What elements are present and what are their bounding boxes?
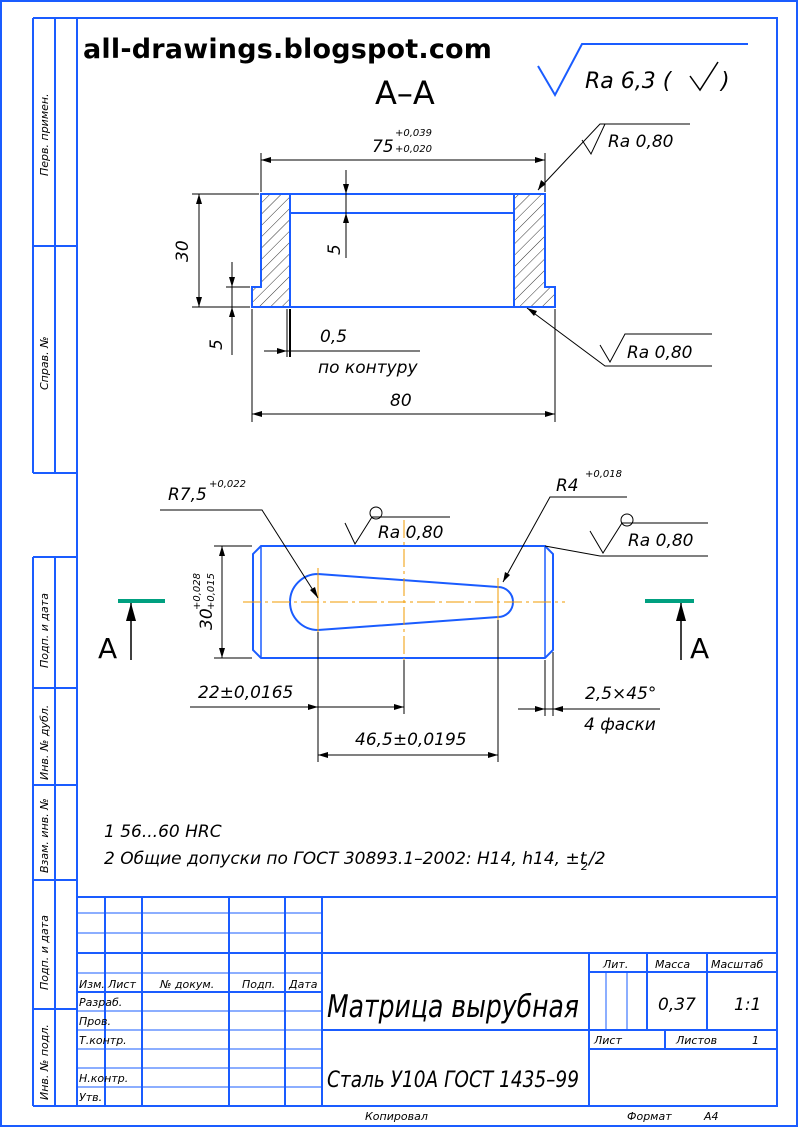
- tb-massa: Масса: [655, 958, 690, 971]
- tb-lit: Лит.: [602, 958, 628, 971]
- tb-col-doc: № докум.: [159, 978, 214, 991]
- tb-name: Матрица вырубная: [327, 989, 579, 1025]
- note-2-end: /2: [587, 849, 606, 869]
- inner-frame: [76, 17, 778, 1107]
- plan-view: R7,5 +0,022 R4 +0,018 Ra 0,80 Ra 0,80 30…: [98, 469, 709, 762]
- side-label-inv-podl: Инв. № подл.: [38, 1024, 51, 1100]
- dim-top-width-lower: +0,020: [395, 144, 432, 155]
- dim-plan-height-lower: +0,015: [206, 573, 217, 610]
- tb-prov: Пров.: [79, 1015, 111, 1028]
- note-1: 1 56...60 HRC: [104, 822, 222, 842]
- tb-col-list: Лист: [107, 978, 136, 991]
- side-label-vzam: Взам. инв. №: [38, 798, 51, 873]
- roughness-r1: Ra 0,80: [608, 132, 674, 152]
- tb-material: Сталь У10А ГОСТ 1435–99: [327, 1068, 579, 1093]
- cut-label-left: А: [98, 632, 117, 665]
- cut-label-right: А: [690, 632, 709, 665]
- dim-step: 5: [207, 339, 227, 350]
- tb-col-izm: Изм.: [79, 978, 105, 991]
- left-wall-section: [251, 193, 291, 308]
- dim-top-width: 75: [372, 137, 394, 157]
- side-column: [32, 17, 77, 1107]
- side-label-podp1: Подп. и дата: [38, 593, 51, 668]
- tb-listov: Листов: [675, 1034, 717, 1047]
- dim-radius-small: R4: [556, 476, 579, 496]
- dim-bottom-width: 80: [390, 391, 412, 411]
- svg-text:): ): [719, 69, 730, 94]
- watermark: all-drawings.blogspot.com: [80, 34, 496, 65]
- side-label-sprav: Справ. №: [38, 336, 51, 390]
- tb-tkontr: Т.контр.: [79, 1034, 127, 1047]
- note-2-sub: 2: [581, 860, 588, 873]
- roughness-r3: Ra 0,80: [378, 523, 444, 543]
- dim-offset: 22±0,0165: [198, 683, 293, 703]
- tb-list: Лист: [593, 1034, 622, 1047]
- tb-kopiroval: Копировал: [365, 1110, 428, 1123]
- dim-top-width-upper: +0,039: [395, 128, 432, 139]
- tb-format: Формат: [627, 1110, 672, 1123]
- section-view: 75 +0,039 +0,020 30 5 5 0,5 по контуру: [173, 123, 712, 422]
- right-wall-section: [513, 193, 556, 308]
- dim-plan-height-upper: +0,028: [192, 573, 203, 610]
- side-label-podp2: Подп. и дата: [38, 915, 51, 990]
- title-block-text: Изм. Лист № докум. Подп. Дата Разраб. Пр…: [79, 958, 763, 1123]
- dim-chamfer-edge: 0,5: [320, 327, 347, 347]
- general-roughness: Ra 6,3 ( ): [537, 43, 748, 98]
- side-labels: Перв. примен. Справ. № Подп. и дата Инв.…: [38, 93, 51, 1100]
- dim-chamfer-note: по контуру: [318, 358, 418, 378]
- note-2: 2 Общие допуски по ГОСТ 30893.1–2002: H1…: [104, 849, 606, 873]
- tb-scale-value: 1:1: [734, 995, 761, 1015]
- title-block: [77, 896, 777, 1106]
- tb-mass-value: 0,37: [658, 995, 696, 1015]
- dim-radius-small-tol: +0,018: [585, 469, 622, 480]
- tb-utv: Утв.: [79, 1091, 102, 1104]
- roughness-r4: Ra 0,80: [628, 531, 694, 551]
- tb-col-podp: Подп.: [242, 978, 275, 991]
- general-roughness-text: Ra 6,3 (: [585, 69, 673, 94]
- tb-nkontr: Н.контр.: [79, 1072, 128, 1085]
- side-label-inv-dubl: Инв. № дубл.: [38, 705, 51, 780]
- note-2-text: 2 Общие допуски по ГОСТ 30893.1–2002: H1…: [104, 849, 588, 869]
- tb-col-data: Дата: [288, 978, 318, 991]
- dim-radius-big: R7,5: [168, 485, 207, 505]
- dim-plan-height: 30: [197, 608, 217, 630]
- section-label: А–А: [375, 74, 435, 112]
- dim-chamfer: 2,5×45°: [585, 684, 656, 704]
- tb-razrab: Разраб.: [79, 996, 122, 1009]
- dim-center-distance: 46,5±0,0195: [355, 730, 467, 750]
- dim-radius-big-tol: +0,022: [209, 479, 246, 490]
- tb-masshtab: Масштаб: [711, 958, 763, 971]
- roughness-r2: Ra 0,80: [627, 343, 693, 363]
- dim-chamfer-count: 4 фаски: [584, 715, 656, 735]
- tb-format-value: А4: [703, 1110, 719, 1123]
- side-label-perv: Перв. примен.: [38, 93, 51, 176]
- tb-listov-value: 1: [752, 1034, 759, 1047]
- dim-height: 30: [173, 240, 193, 262]
- slot-outline: [289, 572, 514, 632]
- dim-depth: 5: [325, 244, 345, 255]
